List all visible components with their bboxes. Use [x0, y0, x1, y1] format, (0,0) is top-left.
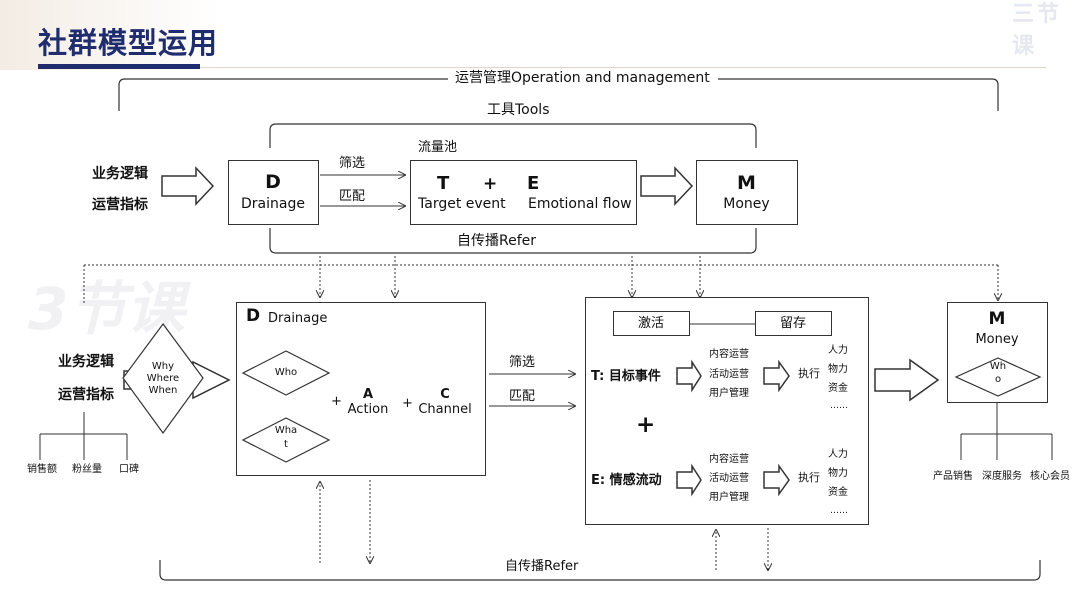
t-ops-user: 用户管理: [709, 388, 749, 399]
refer-label-top: 自传播Refer: [457, 233, 537, 249]
plus-sign: +: [483, 174, 498, 194]
refer-label-bottom: 自传播Refer: [505, 559, 579, 574]
e-ops-activity: 活动运营: [709, 473, 749, 484]
pool-label: 流量池: [418, 140, 458, 155]
top-business-logic: 业务逻辑: [92, 166, 148, 182]
t-execute: 执行: [798, 367, 820, 380]
retain-label: 留存: [779, 316, 806, 331]
top-m-letter: M: [737, 172, 756, 194]
page-title: 社群模型运用: [38, 26, 219, 60]
c-word: Channel: [418, 402, 472, 417]
t-res-people: 人力: [828, 345, 848, 356]
top-m-word: Money: [723, 196, 770, 212]
target-event-label: Target event: [418, 196, 506, 212]
top-filter-label: 筛选: [339, 156, 366, 171]
header-decoration: [0, 0, 220, 70]
top-match-label: 匹配: [339, 189, 366, 204]
e-res-people: 人力: [828, 449, 848, 460]
who-label: Who: [274, 367, 298, 378]
bottom-d-letter: D: [246, 306, 261, 326]
outcome-members: 核心会员: [1030, 471, 1070, 482]
operation-bracket-right: [718, 78, 999, 111]
t-res-funds: 资金: [828, 383, 848, 394]
metric-reputation: 口碑: [119, 464, 139, 475]
e-execute: 执行: [798, 471, 820, 484]
t-row-label: T: 目标事件: [591, 369, 661, 384]
metric-sales: 销售额: [27, 464, 57, 475]
e-res-more: ……: [830, 506, 848, 516]
what-diamond: [241, 417, 331, 463]
block-arrow-1: [161, 166, 215, 206]
tools-label: 工具Tools: [487, 102, 550, 118]
top-drainage-box: D Drainage: [228, 160, 319, 225]
pool-box: T + E Target event Emotional flow: [410, 160, 637, 225]
bottom-money-box: M Money: [947, 302, 1048, 403]
refer-bracket-bottom: [159, 560, 1041, 581]
operation-label: 运营管理Operation and management: [455, 70, 710, 86]
e-letter: E: [527, 173, 540, 194]
t-ops-content: 内容运营: [709, 349, 749, 360]
bottom-filter-label: 筛选: [509, 355, 536, 370]
bottom-ops-metric: 运营指标: [58, 387, 114, 403]
top-money-box: M Money: [696, 160, 798, 225]
t-ops-activity: 活动运营: [709, 369, 749, 380]
plus-c: +: [402, 396, 413, 411]
bottom-m-word: Money: [975, 332, 1019, 347]
diamond-where: Where: [146, 373, 180, 384]
outcome-sales: 产品销售: [933, 471, 973, 482]
t-res-material: 物力: [828, 364, 848, 375]
operation-bracket-left: [118, 78, 448, 111]
metric-fans: 粉丝量: [72, 464, 102, 475]
what-line-1: Wha: [274, 425, 298, 436]
outcome-service: 深度服务: [982, 471, 1022, 482]
what-line-2: t: [284, 439, 288, 450]
a-letter: A: [362, 387, 374, 402]
bottom-d-word: Drainage: [268, 311, 328, 326]
bottom-business-logic: 业务逻辑: [58, 354, 114, 370]
corner-logo: 三节课: [1012, 2, 1063, 59]
e-ops-user: 用户管理: [709, 492, 749, 503]
t-res-more: ……: [830, 401, 848, 411]
title-rule: [200, 67, 1046, 68]
a-word: Action: [347, 402, 389, 417]
plus-a: +: [331, 394, 342, 409]
bottom-match-label: 匹配: [509, 389, 536, 404]
block-arrow-2: [640, 166, 694, 206]
diamond-why: Why: [151, 361, 175, 372]
block-arrow-4: [874, 358, 940, 402]
retain-box: 留存: [755, 311, 832, 336]
top-d-word: Drainage: [241, 196, 305, 212]
top-d-letter: D: [265, 171, 281, 193]
e-ops-content: 内容运营: [709, 454, 749, 465]
top-ops-metric: 运营指标: [92, 197, 148, 213]
bottom-m-letter: M: [988, 309, 1006, 329]
emotional-flow-label: Emotional flow: [528, 196, 632, 212]
money-who-diamond: [954, 357, 1042, 397]
c-letter: C: [440, 387, 450, 402]
e-row-label: E: 情感流动: [591, 473, 662, 488]
activate-label: 激活: [637, 316, 664, 331]
bottom-drainage-box: D Drainage: [236, 302, 486, 476]
big-plus: +: [636, 412, 656, 438]
activate-box: 激活: [613, 311, 690, 336]
e-res-funds: 资金: [828, 487, 848, 498]
e-res-material: 物力: [828, 468, 848, 479]
tools-bracket: [269, 123, 757, 148]
m-who-line-1: Wh: [989, 361, 1007, 372]
m-who-line-2: o: [994, 374, 1002, 385]
refer-bracket-top: [269, 228, 757, 254]
diamond-when: When: [148, 385, 178, 396]
why-diamond: [122, 322, 204, 435]
t-letter: T: [437, 173, 450, 194]
te-box: [585, 297, 869, 525]
title-underline: [38, 64, 200, 69]
who-diamond: [241, 350, 331, 396]
